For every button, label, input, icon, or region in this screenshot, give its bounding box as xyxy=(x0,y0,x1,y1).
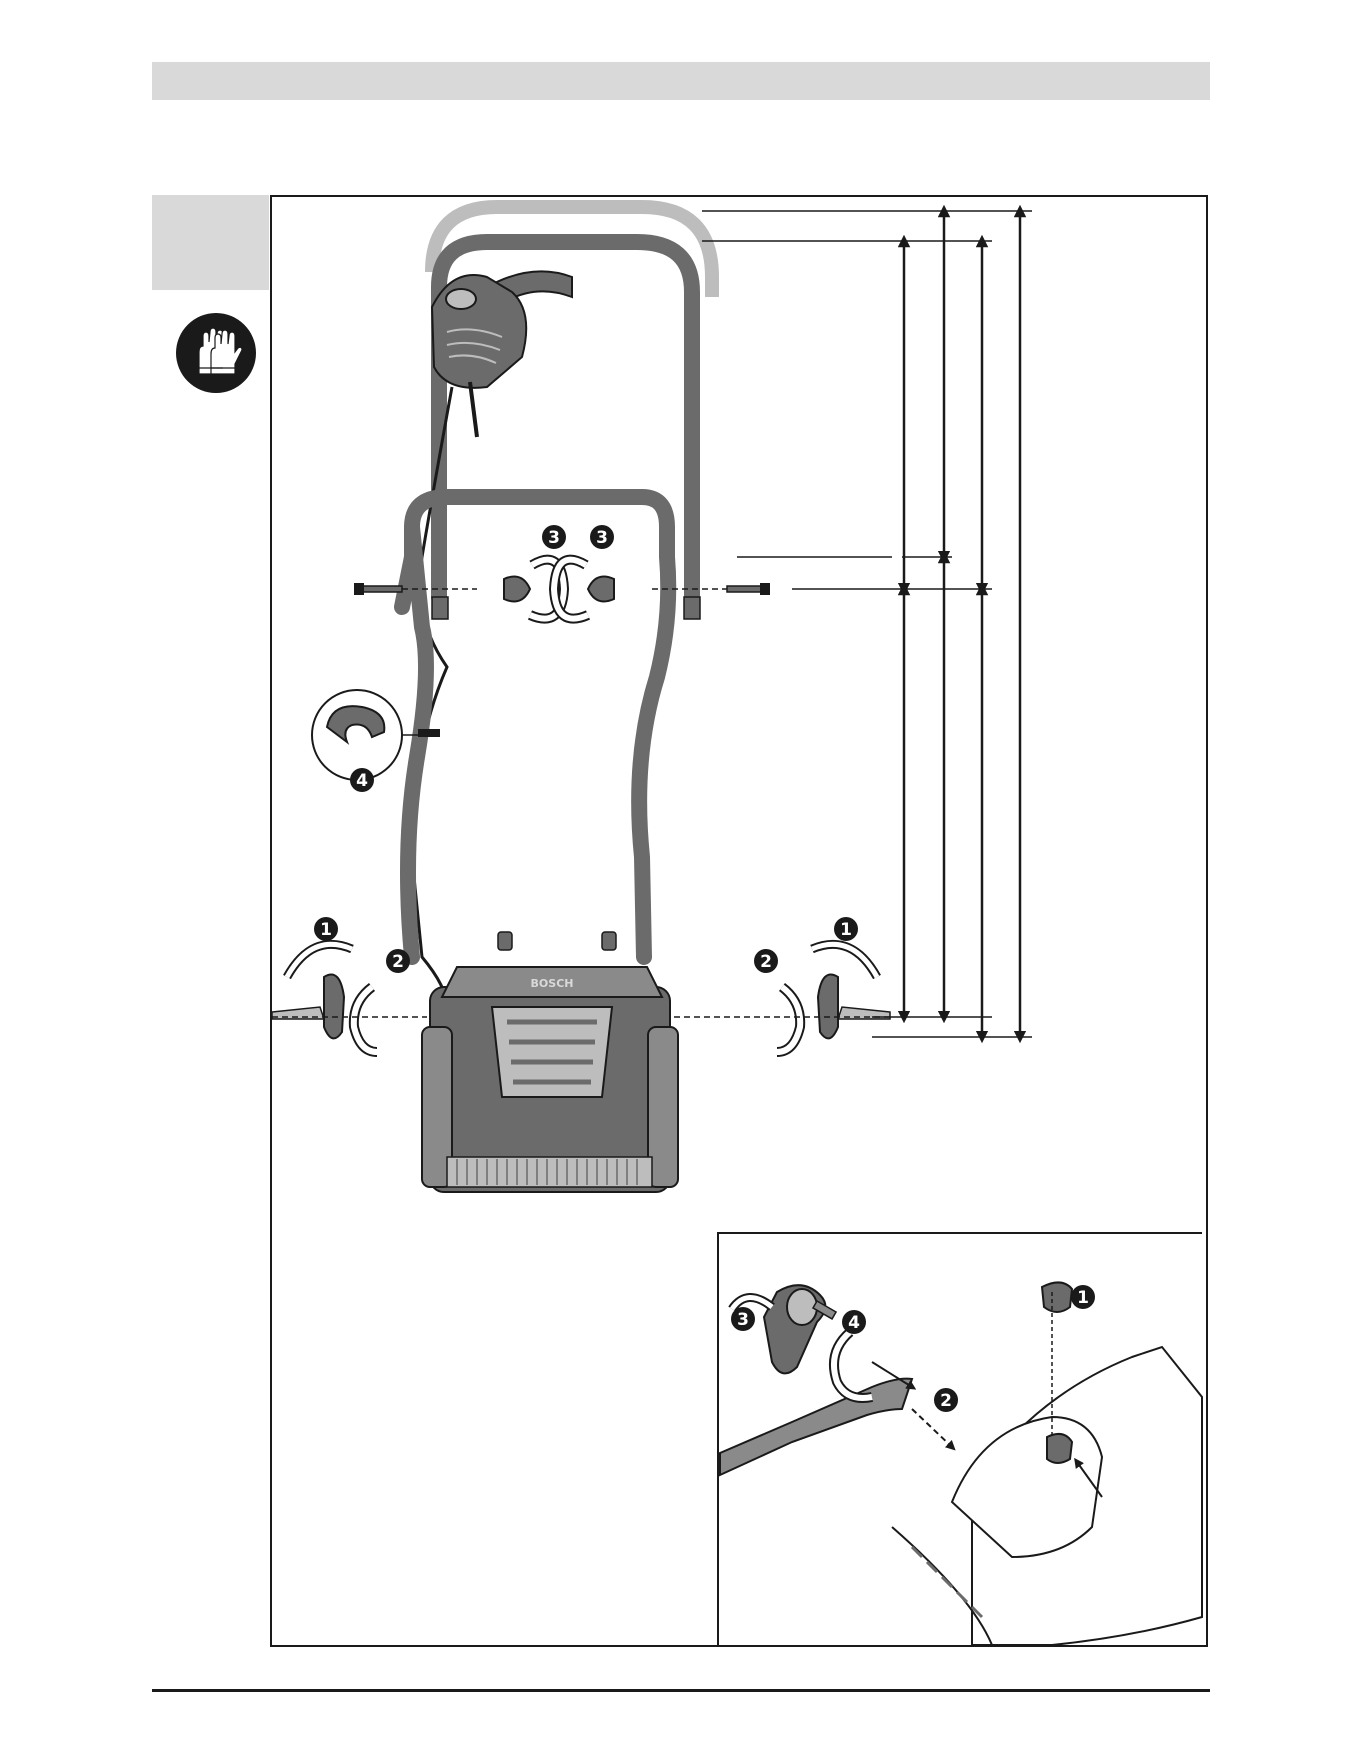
step-label: 1 xyxy=(320,920,332,940)
step-badge: 1 xyxy=(314,917,338,941)
bolt-right xyxy=(727,583,770,595)
step-badge: 4 xyxy=(842,1310,866,1334)
step-label: 2 xyxy=(760,952,772,972)
step-badge: 2 xyxy=(754,949,778,973)
main-assembly-figure: BOSCH 1 xyxy=(272,207,892,1192)
bolt-left xyxy=(354,583,402,595)
assembly-illustration: BOSCH 1 xyxy=(272,197,1206,1645)
detail-inset: 1 2 3 4 xyxy=(718,1233,1202,1645)
step-label: 1 xyxy=(840,920,852,940)
brand-logo: BOSCH xyxy=(531,977,574,990)
step-badge: 2 xyxy=(934,1388,958,1412)
step-badge: 1 xyxy=(1071,1285,1095,1309)
step-label: 3 xyxy=(548,528,560,548)
header-bar xyxy=(152,62,1210,100)
gloves-icon xyxy=(175,312,257,394)
step-label: 2 xyxy=(940,1391,952,1411)
footer-rule xyxy=(152,1689,1210,1692)
step-badge: 3 xyxy=(542,525,566,549)
switch-housing xyxy=(432,271,572,437)
step-badge: 3 xyxy=(731,1307,755,1331)
handle-tube xyxy=(720,1379,912,1475)
height-dimensions xyxy=(702,211,1032,1037)
knob-left xyxy=(272,975,344,1039)
switch-button xyxy=(446,289,476,309)
step-label: 2 xyxy=(392,952,404,972)
step-label: 1 xyxy=(1077,1288,1089,1308)
step-badge: 2 xyxy=(386,949,410,973)
step-badge: 4 xyxy=(350,768,374,792)
step-label: 3 xyxy=(596,528,608,548)
section-tab xyxy=(152,195,269,290)
detail-knob xyxy=(764,1285,836,1373)
knob-right xyxy=(818,975,890,1039)
step-badge: 1 xyxy=(834,917,858,941)
mower-body: BOSCH xyxy=(422,932,678,1192)
washer-right xyxy=(777,987,800,1052)
step-label: 4 xyxy=(848,1313,860,1333)
step-label: 4 xyxy=(356,771,368,791)
washer-left xyxy=(354,987,377,1052)
step-badge: 3 xyxy=(590,525,614,549)
step-label: 3 xyxy=(737,1310,749,1330)
